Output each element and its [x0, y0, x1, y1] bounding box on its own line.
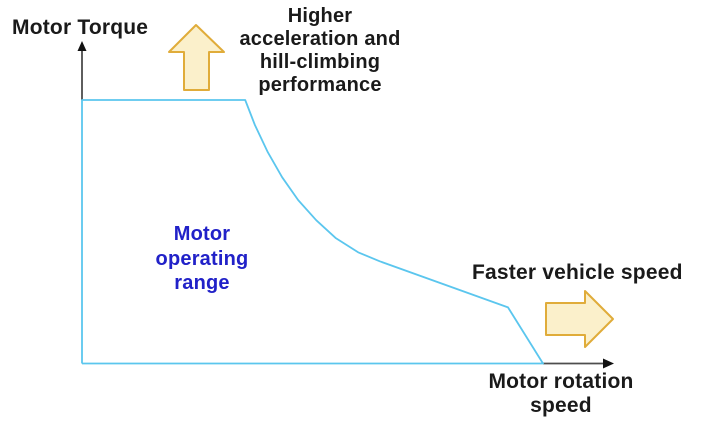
y-axis-arrowhead-icon	[77, 41, 87, 51]
x-axis-arrowhead-icon	[603, 358, 614, 369]
y-axis-label: Motor Torque	[12, 16, 149, 39]
torque-speed-curve	[81, 99, 544, 365]
x-axis-label: Motor rotation speed	[488, 370, 634, 417]
right-arrow-icon	[545, 290, 614, 348]
y-axis	[77, 41, 87, 100]
up-arrow-icon	[168, 24, 225, 91]
faster-vehicle-speed-annotation: Faster vehicle speed	[472, 261, 683, 284]
higher-acceleration-annotation: Higher acceleration and hill-climbing pe…	[239, 5, 401, 96]
x-axis	[543, 358, 614, 369]
motor-operating-range-label: Motor operating range	[155, 223, 249, 294]
